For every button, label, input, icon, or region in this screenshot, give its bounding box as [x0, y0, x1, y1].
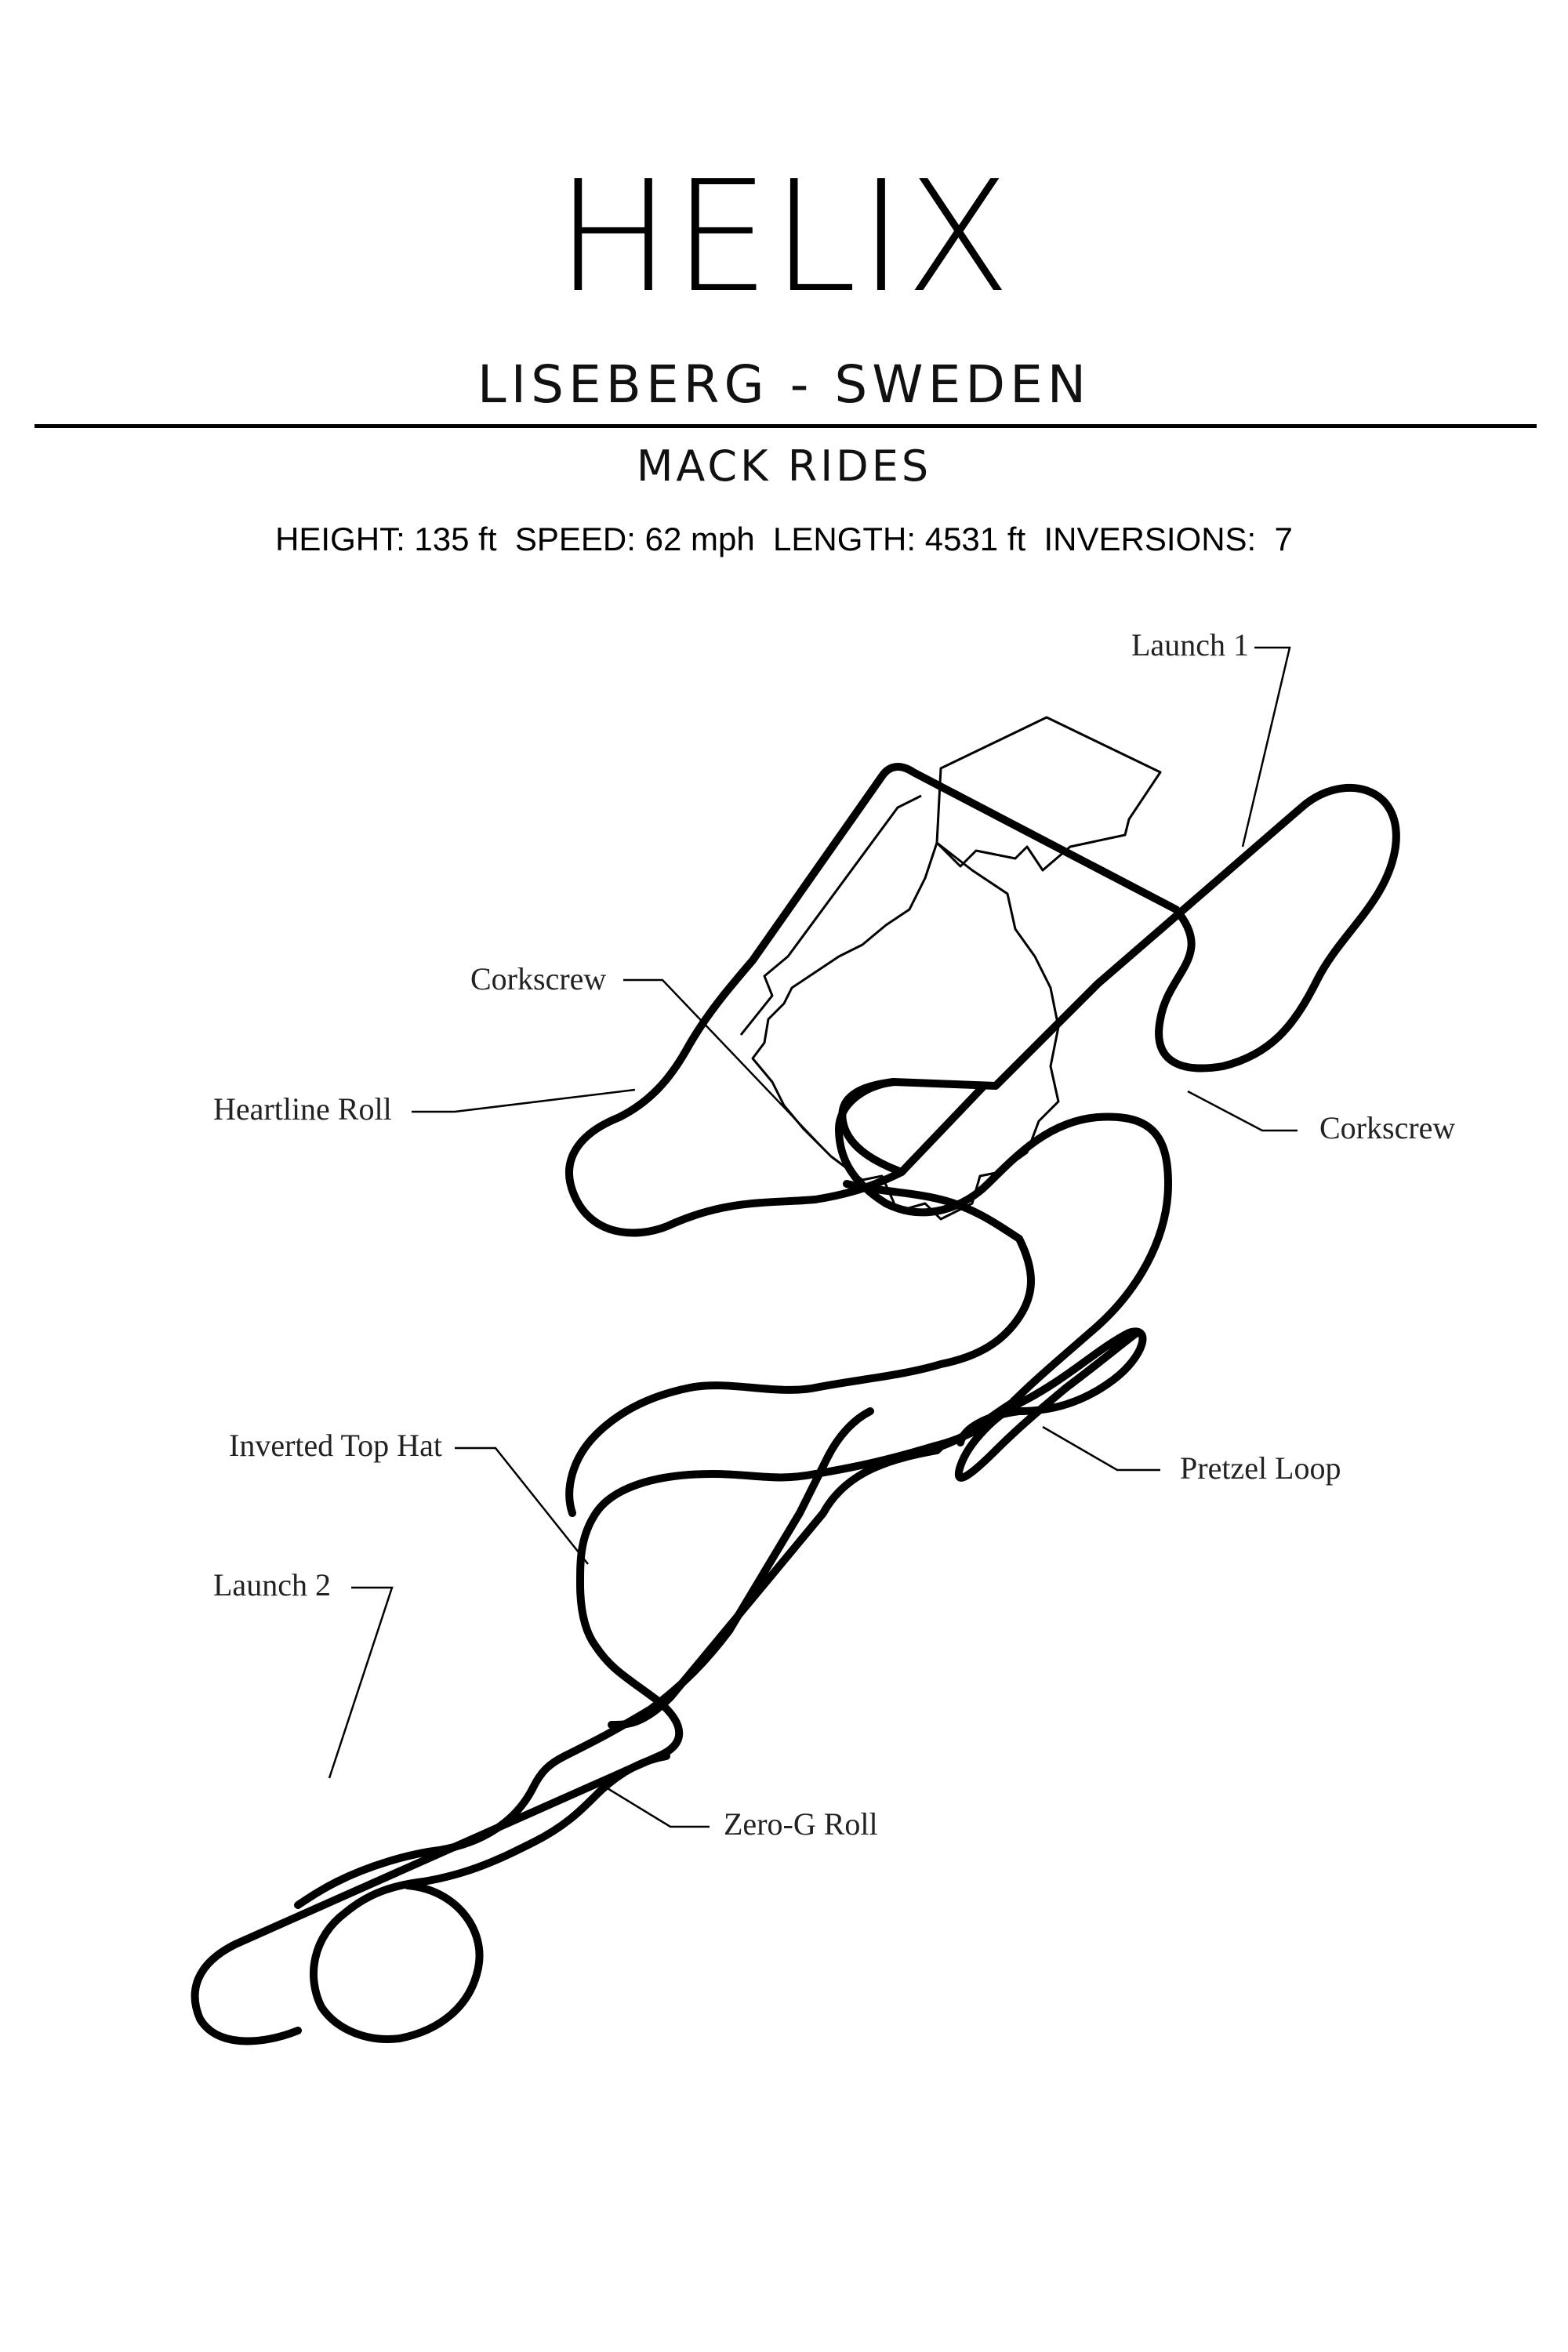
- label-launch-1: Launch 1: [1131, 627, 1249, 662]
- label-corkscrew-right: Corkscrew: [1319, 1110, 1455, 1145]
- leader-pretzel-loop: [1042, 1425, 1160, 1472]
- stat-height: HEIGHT: 135 ft: [275, 521, 497, 557]
- leader-heartline-roll: [412, 1088, 636, 1113]
- track-zero-g: [294, 1407, 874, 1909]
- track-pretzel-loop: [954, 1327, 1147, 1482]
- coaster-track: [191, 763, 1400, 2045]
- ride-title: HELIX: [555, 148, 1013, 327]
- stat-speed: SPEED: 62 mph: [514, 521, 755, 557]
- label-pretzel-loop: Pretzel Loop: [1180, 1450, 1341, 1486]
- track-launch-1: [565, 763, 1400, 1237]
- label-launch-2: Launch 2: [213, 1567, 331, 1602]
- leader-corkscrew-right: [1187, 1090, 1298, 1132]
- track-mid-loop: [565, 1180, 1035, 1517]
- leader-lines: [328, 646, 1298, 1828]
- leader-zero-g-roll: [595, 1780, 710, 1828]
- leader-launch-2: [328, 1586, 394, 1779]
- label-heartline-roll: Heartline Roll: [213, 1091, 392, 1127]
- divider-line: [34, 424, 1537, 428]
- leader-inverted-top-hat: [455, 1446, 589, 1565]
- stat-inversions: INVERSIONS: 7: [1044, 521, 1293, 557]
- label-zero-g-roll: Zero-G Roll: [724, 1806, 878, 1842]
- leader-launch-1: [1241, 646, 1291, 848]
- label-corkscrew-left: Corkscrew: [470, 961, 606, 996]
- label-inverted-top-hat: Inverted Top Hat: [229, 1428, 442, 1463]
- stat-length: LENGTH: 4531 ft: [773, 521, 1026, 557]
- manufacturer: MACK RIDES: [636, 441, 932, 491]
- track-lower: [608, 1443, 945, 1729]
- stats-line: HEIGHT: 135 ft SPEED: 62 mph LENGTH: 453…: [0, 523, 1568, 556]
- track-bottom-loop: [310, 1752, 670, 2043]
- track-corkscrew-2: [191, 1078, 1172, 2045]
- leader-corkscrew-left: [623, 978, 828, 1153]
- track-corkscrew-1: [898, 1082, 988, 1176]
- park-location: LISEBERG - SWEDEN: [477, 354, 1091, 415]
